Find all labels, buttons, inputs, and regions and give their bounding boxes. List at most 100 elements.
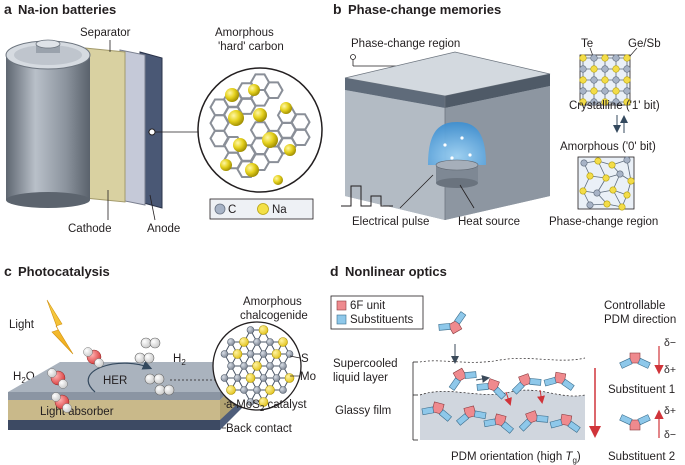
cathode-layer: [84, 47, 126, 203]
hard-carbon-label-line2: 'hard' carbon: [218, 41, 284, 53]
delta-plus-2: δ+: [664, 405, 676, 417]
lattice-atom: [612, 98, 620, 106]
chalcogenide-network: [220, 325, 295, 407]
substituent: [543, 376, 557, 387]
catalyst-label: a-MoS2 catalyst: [226, 399, 307, 413]
delta-minus-2: δ−: [664, 429, 676, 441]
network-atom: [618, 203, 626, 211]
6f-unit: [553, 371, 567, 385]
sodium-legend-icon: [257, 203, 269, 215]
sodium-atom: [273, 175, 283, 185]
legend-na: Na: [272, 204, 287, 216]
back-contact-label: Back contact: [226, 423, 293, 435]
lattice-atom: [623, 76, 631, 84]
lattice-atom: [612, 87, 620, 95]
carbon-legend-icon: [214, 203, 226, 215]
network-atom: [580, 159, 588, 167]
glassy-film-label: Glassy film: [335, 405, 391, 417]
hydrogen-atom: [140, 337, 152, 349]
lattice-atom: [590, 54, 598, 62]
6f-unit: [493, 413, 507, 427]
molybdenum-atom: [220, 374, 229, 382]
phase-change-region-label: Phase-change region: [351, 38, 460, 50]
dipole-arrow: [504, 391, 512, 406]
pdm-molecule: [421, 401, 452, 422]
amorphous-label: Amorphous ('0' bit): [560, 141, 656, 153]
molybdenum-atom: [259, 350, 268, 358]
substituent: [511, 381, 525, 395]
lattice-atom: [612, 76, 620, 84]
sodium-atom: [245, 163, 259, 177]
panel-d-legend: [330, 295, 424, 330]
dipole-arrow: [537, 389, 545, 404]
substituent: [456, 413, 470, 426]
substituent: [549, 418, 563, 429]
gesb-label: Ge/Sb: [628, 38, 661, 50]
sodium-atom: [225, 88, 239, 102]
6f-unit: [463, 405, 477, 419]
her-arrow: [87, 360, 153, 393]
molybdenum-atom: [259, 374, 268, 382]
chalcogenide-label-line1: Amorphous: [243, 296, 302, 308]
lattice-atom: [579, 98, 587, 106]
sulfur-atom: [265, 385, 275, 395]
hydrogen-atom: [134, 352, 146, 364]
cathode-label: Cathode: [68, 223, 111, 235]
sodium-atom: [220, 159, 232, 171]
sodium-atoms: [220, 84, 296, 185]
molybdenum-atom: [227, 338, 235, 346]
hydrogen-atom: [51, 392, 61, 402]
carbon-ring: [249, 89, 271, 107]
substituent: [448, 377, 461, 391]
phase-change-region-bottom-label: Phase-change region: [549, 216, 658, 228]
molybdenum-atom: [285, 350, 294, 358]
substituent: [637, 414, 651, 426]
anode-label: Anode: [147, 223, 180, 235]
amorphous-dome: [428, 122, 486, 165]
network-atom: [627, 177, 635, 185]
pdm-molecule: [438, 311, 467, 335]
hydrogen-atom: [153, 373, 165, 385]
molybdenum-atom: [220, 350, 229, 358]
substituent: [476, 383, 489, 391]
te-label: Te: [581, 38, 593, 50]
6f-unit: [629, 419, 641, 431]
substituent: [464, 371, 477, 379]
substituent: [438, 323, 451, 331]
lattice-atom: [623, 87, 631, 95]
pdm-molecule: [511, 373, 542, 395]
hydrogen-atom: [163, 384, 175, 396]
hydrogen-atom: [47, 368, 57, 378]
hydrogen-atom: [149, 337, 161, 349]
substituent: [483, 418, 497, 428]
sodium-atom: [262, 132, 278, 148]
motion-arrow: [475, 375, 490, 383]
molybdenum-atom: [246, 326, 255, 334]
mo-label: Mo: [300, 371, 316, 383]
pdm-molecule: [518, 410, 549, 432]
legend-c: C: [228, 204, 236, 216]
network-atom: [603, 200, 611, 208]
lattice-atom: [590, 98, 598, 106]
sodium-atom: [233, 138, 247, 152]
hard-carbon-label-line1: Amorphous: [215, 27, 274, 39]
sulfur-atom: [258, 325, 269, 335]
substituent: [421, 406, 435, 416]
substituent: [493, 386, 507, 400]
controllable-label-line2: PDM direction: [604, 314, 676, 326]
lattice-atom: [601, 76, 609, 84]
lattice-atom: [623, 98, 631, 106]
substituent: [567, 420, 581, 433]
lattice-atom: [601, 54, 609, 62]
s-label: S: [301, 353, 309, 365]
molybdenum-atom: [233, 374, 242, 382]
crystalline-lattice: [579, 54, 631, 106]
legend-substituents: Substituents: [350, 314, 414, 326]
lattice-atom: [601, 65, 609, 73]
supercooled-label-line1: Supercooled: [333, 358, 398, 370]
pdm-orientation-label: PDM orientation (high Tg): [451, 451, 581, 465]
light-absorber-label: Light absorber: [40, 406, 114, 418]
molecule-orientations: [421, 311, 581, 434]
network-atom: [593, 189, 601, 197]
pdm-molecule: [448, 367, 477, 391]
